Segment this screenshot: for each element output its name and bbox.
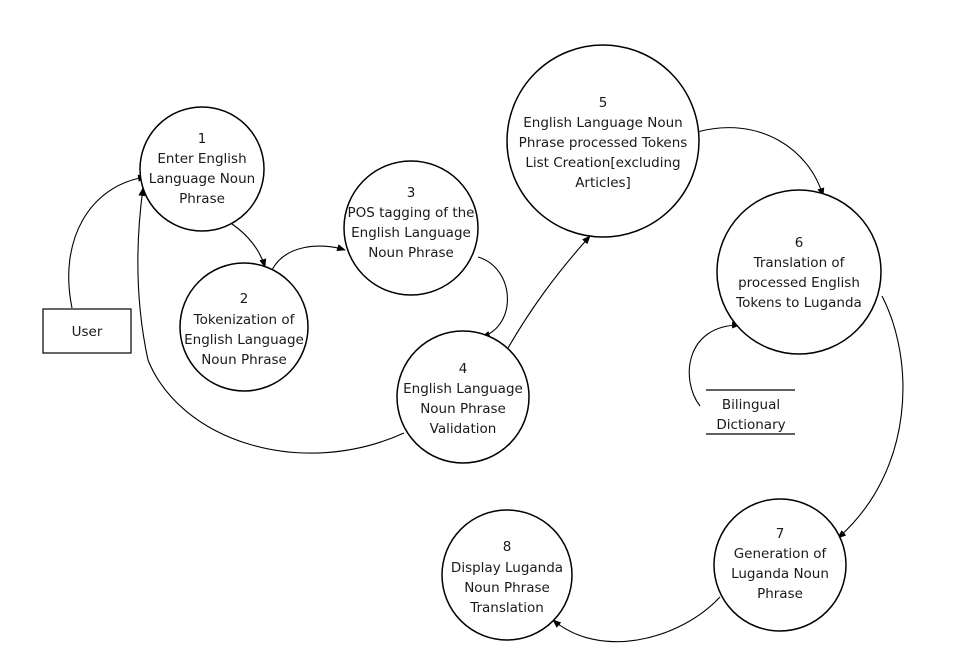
process-2: 2 Tokenization of English Language Noun … (179, 262, 309, 392)
process-4: 4 English Language Noun Phrase Validatio… (396, 330, 530, 464)
process-8-line-1: Display Luganda (451, 560, 563, 576)
process-5-line-3: List Creation[excluding (525, 155, 680, 171)
process-6-line-2: processed English (738, 275, 860, 291)
process-7-line-2: Luganda Noun (731, 566, 829, 582)
process-4-line-1: English Language (403, 381, 523, 397)
process-3-line-1: POS tagging of the (348, 205, 475, 221)
process-2-line-2: English Language (184, 332, 304, 348)
flow-p3-to-p4 (477, 256, 508, 338)
process-6-circle (716, 189, 882, 355)
process-4-circle (396, 330, 530, 464)
bilingual-dictionary-store: Bilingual Dictionary (706, 389, 795, 435)
flow-p4-to-p1 (137, 187, 405, 454)
flow-dictionary-to-p6 (688, 321, 741, 407)
process-5-line-4: Articles] (575, 175, 631, 191)
process-6-line-3: Tokens to Luganda (735, 295, 862, 311)
process-1-line-1: Enter English (157, 151, 246, 167)
process-6-number: 6 (795, 235, 804, 251)
process-2-line-1: Tokenization of (193, 312, 296, 328)
flow-p2-to-p3 (271, 244, 346, 271)
process-5: 5 English Language Noun Phrase processed… (506, 44, 700, 238)
process-6: 6 Translation of processed English Token… (716, 189, 882, 355)
flow-p7-to-p8 (552, 596, 721, 643)
process-8: 8 Display Luganda Noun Phrase Translatio… (441, 509, 573, 641)
process-5-line-2: Phrase processed Tokens (519, 135, 688, 151)
process-3-circle (343, 160, 479, 296)
process-6-line-1: Translation of (753, 255, 846, 271)
process-7-line-3: Phrase (757, 586, 803, 602)
process-4-number: 4 (459, 361, 468, 377)
flow-user-to-p1 (68, 174, 147, 309)
process-5-circle (506, 44, 700, 238)
store-label-line-2: Dictionary (716, 417, 785, 433)
user-box (42, 308, 132, 354)
process-1-number: 1 (198, 131, 207, 147)
flow-p4-to-p5 (507, 235, 591, 349)
process-8-line-2: Noun Phrase (464, 580, 550, 596)
process-7: 7 Generation of Luganda Noun Phrase (713, 498, 847, 632)
process-2-number: 2 (240, 291, 249, 307)
process-1-line-2: Language Noun (149, 171, 255, 187)
process-5-line-1: English Language Noun (523, 115, 682, 131)
flow-p6-to-p7 (837, 295, 904, 539)
flows (68, 127, 904, 643)
process-1-circle (139, 106, 265, 232)
flow-p1-to-p2 (231, 223, 267, 268)
flow-p5-to-p6 (696, 127, 825, 197)
process-4-line-2: Noun Phrase (420, 401, 506, 417)
process-7-number: 7 (776, 526, 785, 542)
process-3-line-2: English Language (351, 225, 471, 241)
process-8-number: 8 (503, 539, 512, 555)
user-label: User (72, 324, 103, 340)
process-8-circle (441, 509, 573, 641)
process-5-number: 5 (599, 95, 608, 111)
process-3-number: 3 (407, 185, 416, 201)
process-1-line-3: Phrase (179, 191, 225, 207)
process-3: 3 POS tagging of the English Language No… (343, 160, 479, 296)
process-7-circle (713, 498, 847, 632)
process-1: 1 Enter English Language Noun Phrase (139, 106, 265, 232)
process-7-line-1: Generation of (734, 546, 828, 562)
process-8-line-3: Translation (469, 600, 544, 616)
process-2-circle (179, 262, 309, 392)
store-label-line-1: Bilingual (722, 397, 780, 413)
process-3-line-3: Noun Phrase (368, 245, 454, 261)
process-4-line-3: Validation (430, 421, 497, 437)
user-entity: User (42, 308, 132, 354)
process-2-line-3: Noun Phrase (201, 352, 287, 368)
